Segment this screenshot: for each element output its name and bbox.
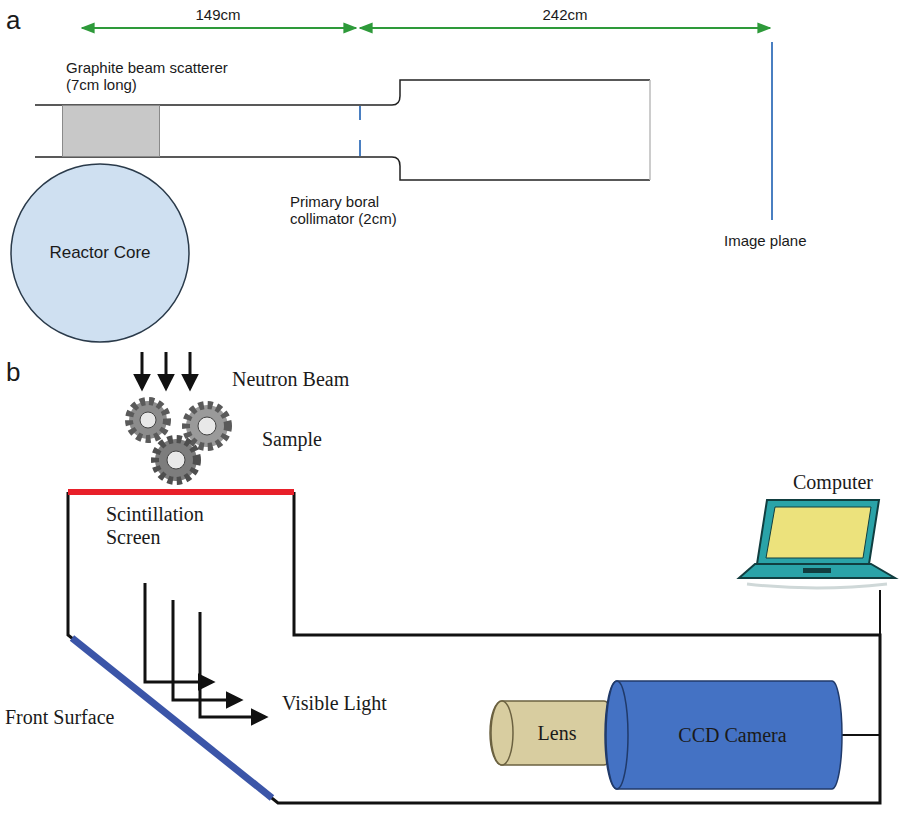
lens: Lens: [490, 700, 614, 766]
part-label: Front Surface: [5, 706, 114, 729]
part-label: Neutron Beam: [232, 368, 349, 391]
graphite-scatterer: Graphite beam scatterer (7cm long): [62, 105, 160, 157]
part-label: Image plane: [724, 232, 807, 249]
neutron-arrows: [142, 352, 190, 388]
part-label: Scintillation Screen: [106, 503, 230, 549]
ccd-camera: CCD Camera: [605, 680, 842, 790]
part-label: Primary boral collimator (2cm): [290, 193, 425, 228]
light-arrows: [145, 583, 265, 717]
computer: Computer: [737, 498, 897, 590]
node-text: Lens: [528, 722, 577, 745]
scintillation-screen: [68, 489, 294, 495]
image-plane: [771, 42, 773, 220]
dimension: 242cm: [539, 6, 590, 23]
boral-collimator: [359, 106, 361, 156]
dimension-arrow: [82, 27, 770, 29]
part-label: Visible Light: [282, 692, 387, 715]
reactor-core: Reactor Core: [10, 163, 190, 343]
node-text: Reactor Core: [49, 243, 150, 263]
node-text: Graphite beam scatterer (7cm long): [66, 59, 248, 94]
cable: [842, 590, 880, 735]
node-text: CCD Camera: [660, 724, 786, 747]
part-label: Sample: [262, 428, 322, 451]
panel-letter: a: [6, 6, 20, 36]
node-text: Computer: [793, 471, 901, 494]
computer-shape: [737, 498, 897, 590]
beam-tube: [35, 80, 650, 180]
panel-letter: b: [6, 358, 20, 388]
graphite-scatterer-shape: [62, 105, 160, 157]
sample-gears: [129, 401, 228, 481]
dimension: 149cm: [192, 6, 243, 23]
detector-housing: [68, 492, 880, 803]
